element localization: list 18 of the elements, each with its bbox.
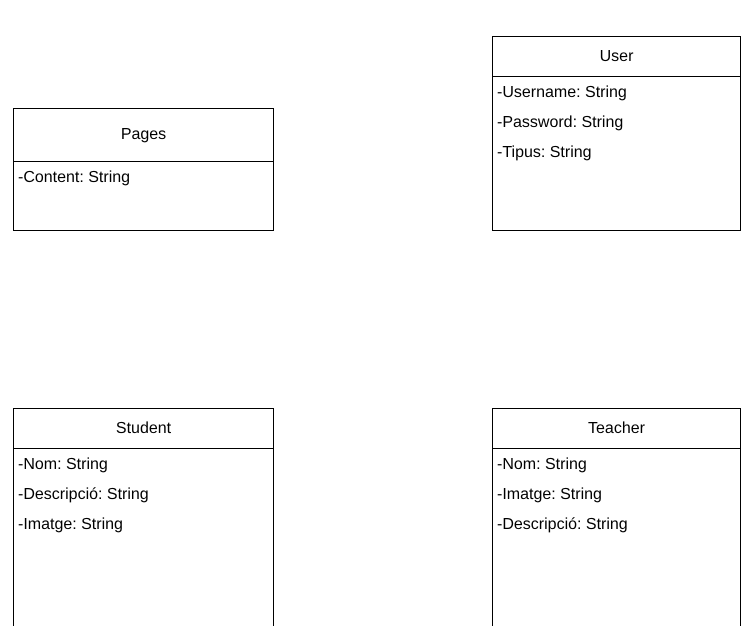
attribute-text: -Imatge: String bbox=[497, 485, 602, 505]
attribute-text: -Tipus: String bbox=[497, 143, 592, 163]
attribute-text: -Password: String bbox=[497, 113, 624, 133]
attribute-text: -Descripció: String bbox=[18, 485, 149, 505]
class-name: Pages bbox=[120, 126, 166, 143]
class-name: Student bbox=[116, 420, 172, 437]
class-box bbox=[492, 408, 741, 626]
attribute-text: -Imatge: String bbox=[18, 515, 123, 535]
class-box bbox=[492, 36, 741, 231]
class-name: Teacher bbox=[588, 420, 645, 437]
class-name: User bbox=[600, 48, 634, 65]
attribute-text: -Descripció: String bbox=[497, 515, 628, 535]
attribute-text: -Nom: String bbox=[497, 455, 587, 475]
attribute-text: -Nom: String bbox=[18, 455, 108, 475]
class-box bbox=[13, 408, 274, 626]
attribute-text: -Username: String bbox=[497, 83, 627, 103]
attribute-text: -Content: String bbox=[18, 168, 130, 188]
class-box bbox=[13, 108, 274, 231]
